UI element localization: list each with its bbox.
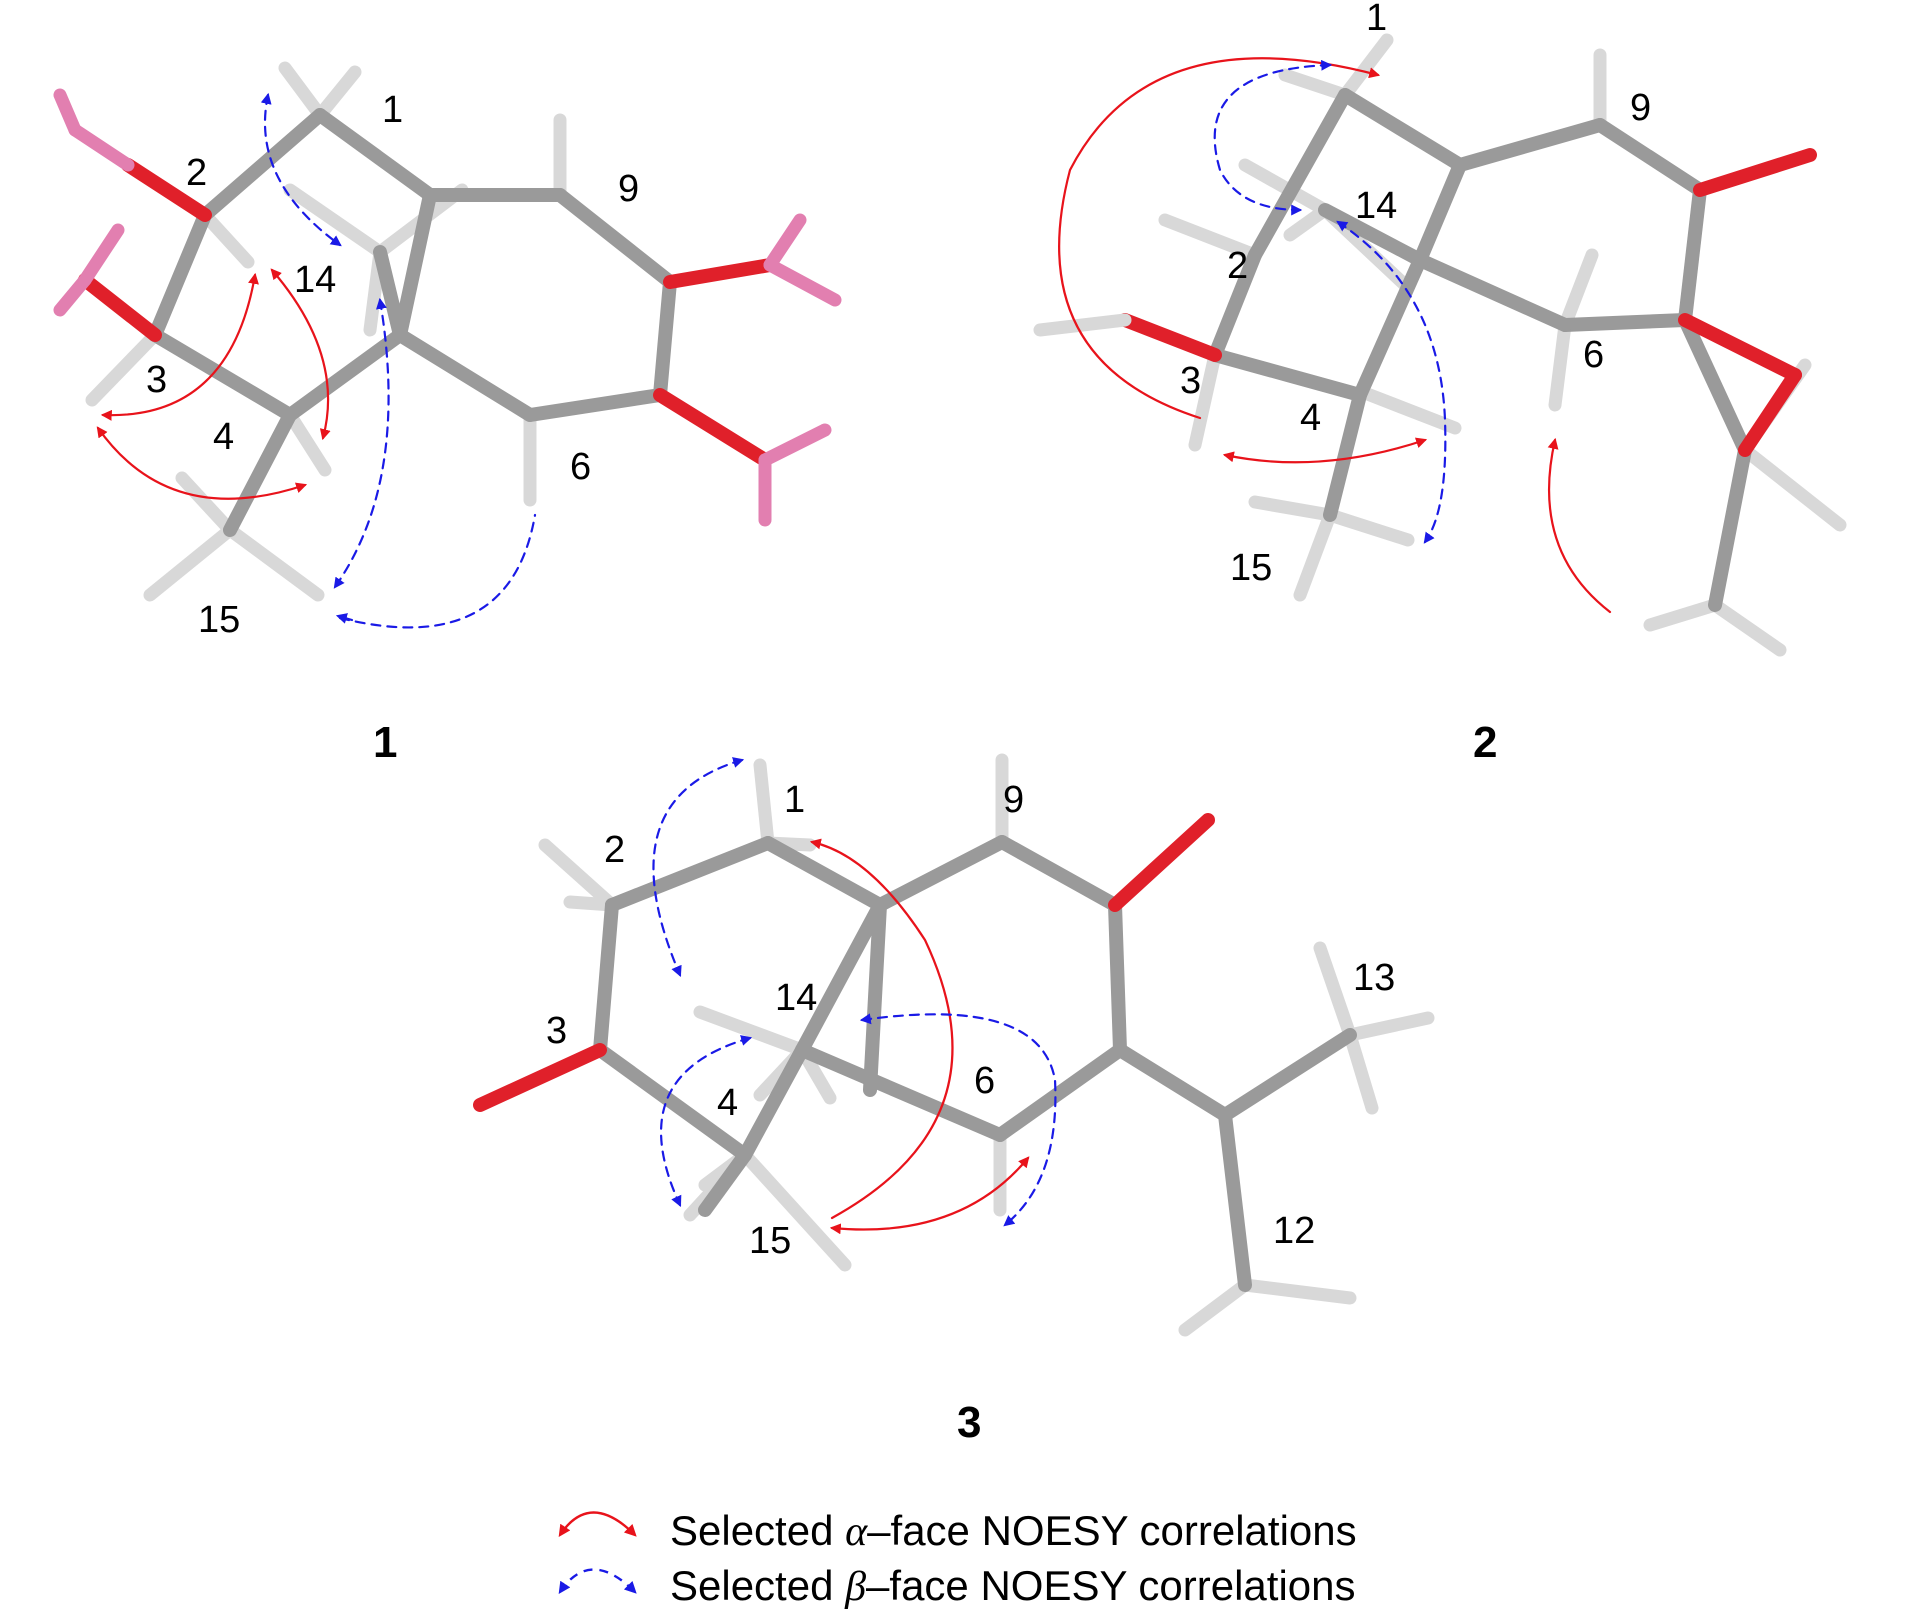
- atom-label: 6: [1583, 334, 1604, 376]
- molecule-2-carbon-bonds: [1208, 88, 1752, 612]
- atom-label: 2: [1227, 245, 1248, 287]
- atom-label: 9: [618, 168, 639, 210]
- legend: Selected α–face NOESY correlations Selec…: [558, 1507, 1357, 1610]
- atom-label: 15: [749, 1220, 791, 1262]
- molecule-2-oxygen-bonds: [1118, 148, 1817, 457]
- molecule-1-noesy-alpha: [96, 268, 331, 500]
- molecule-2-atom-labels: 1 2 3 4 6 9 14 15: [1180, 0, 1651, 589]
- atom-label: 6: [974, 1060, 995, 1102]
- atom-label: 6: [570, 446, 591, 488]
- molecule-3-noesy-beta: [652, 757, 1057, 1227]
- compound-label-1: 1: [373, 718, 397, 767]
- atom-label: 2: [604, 829, 625, 871]
- atom-label: 4: [1300, 397, 1321, 439]
- molecule-3: 1 2 3 4 6 9 12 13 14 15 3: [473, 753, 1435, 1447]
- legend-beta-suffix: –face NOESY correlations: [866, 1562, 1355, 1609]
- atom-label: 1: [382, 89, 403, 131]
- atom-label: 1: [784, 779, 805, 821]
- compound-label-2: 2: [1473, 718, 1497, 767]
- legend-alpha-suffix: –face NOESY correlations: [867, 1507, 1356, 1554]
- atom-label: 2: [186, 152, 207, 194]
- legend-alpha-text: Selected α–face NOESY correlations: [670, 1507, 1357, 1555]
- molecule-2-hydroxyl-hydrogen: [1033, 313, 1132, 337]
- legend-beta-text: Selected β–face NOESY correlations: [670, 1562, 1356, 1610]
- molecule-1-carbon-bonds: [148, 108, 677, 537]
- atom-label: 3: [146, 359, 167, 401]
- legend-beta-symbol: [558, 1568, 637, 1594]
- molecule-1-hydroxyl-hydrogens: [53, 88, 842, 527]
- atom-label: 1: [1366, 0, 1387, 39]
- atom-label: 4: [213, 416, 234, 458]
- molecule-1-atom-labels: 1 2 3 4 6 9 14 15: [146, 89, 639, 641]
- atom-label: 9: [1003, 779, 1024, 821]
- molecule-2: 1 2 3 4 6 9 14 15 2: [1033, 0, 1847, 767]
- atom-label: 15: [1230, 547, 1272, 589]
- atom-label: 14: [294, 259, 336, 301]
- atom-label: 12: [1273, 1210, 1315, 1252]
- atom-label: 14: [775, 977, 817, 1019]
- molecule-1: 1 2 3 4 6 9 14 15 1: [53, 61, 842, 767]
- atom-label: 3: [546, 1010, 567, 1052]
- atom-label: 3: [1180, 360, 1201, 402]
- molecule-3-oxygen-bonds: [473, 813, 1215, 1112]
- legend-alpha-symbol: [558, 1511, 637, 1537]
- atom-label: 13: [1353, 957, 1395, 999]
- molecule-3-atom-labels: 1 2 3 4 6 9 12 13 14 15: [546, 779, 1395, 1262]
- atom-label: 14: [1355, 185, 1397, 227]
- atom-label: 4: [717, 1082, 738, 1124]
- legend-alpha-prefix: Selected: [670, 1507, 845, 1554]
- atom-label: 9: [1630, 87, 1651, 129]
- molecule-1-noesy-beta: [260, 92, 537, 629]
- legend-alpha-greek: α: [845, 1509, 868, 1555]
- molecule-2-noesy-beta: [1213, 59, 1447, 544]
- compound-label-3: 3: [957, 1398, 981, 1447]
- atom-label: 15: [198, 599, 240, 641]
- legend-beta-greek: β: [844, 1564, 866, 1610]
- legend-beta-prefix: Selected: [670, 1562, 845, 1609]
